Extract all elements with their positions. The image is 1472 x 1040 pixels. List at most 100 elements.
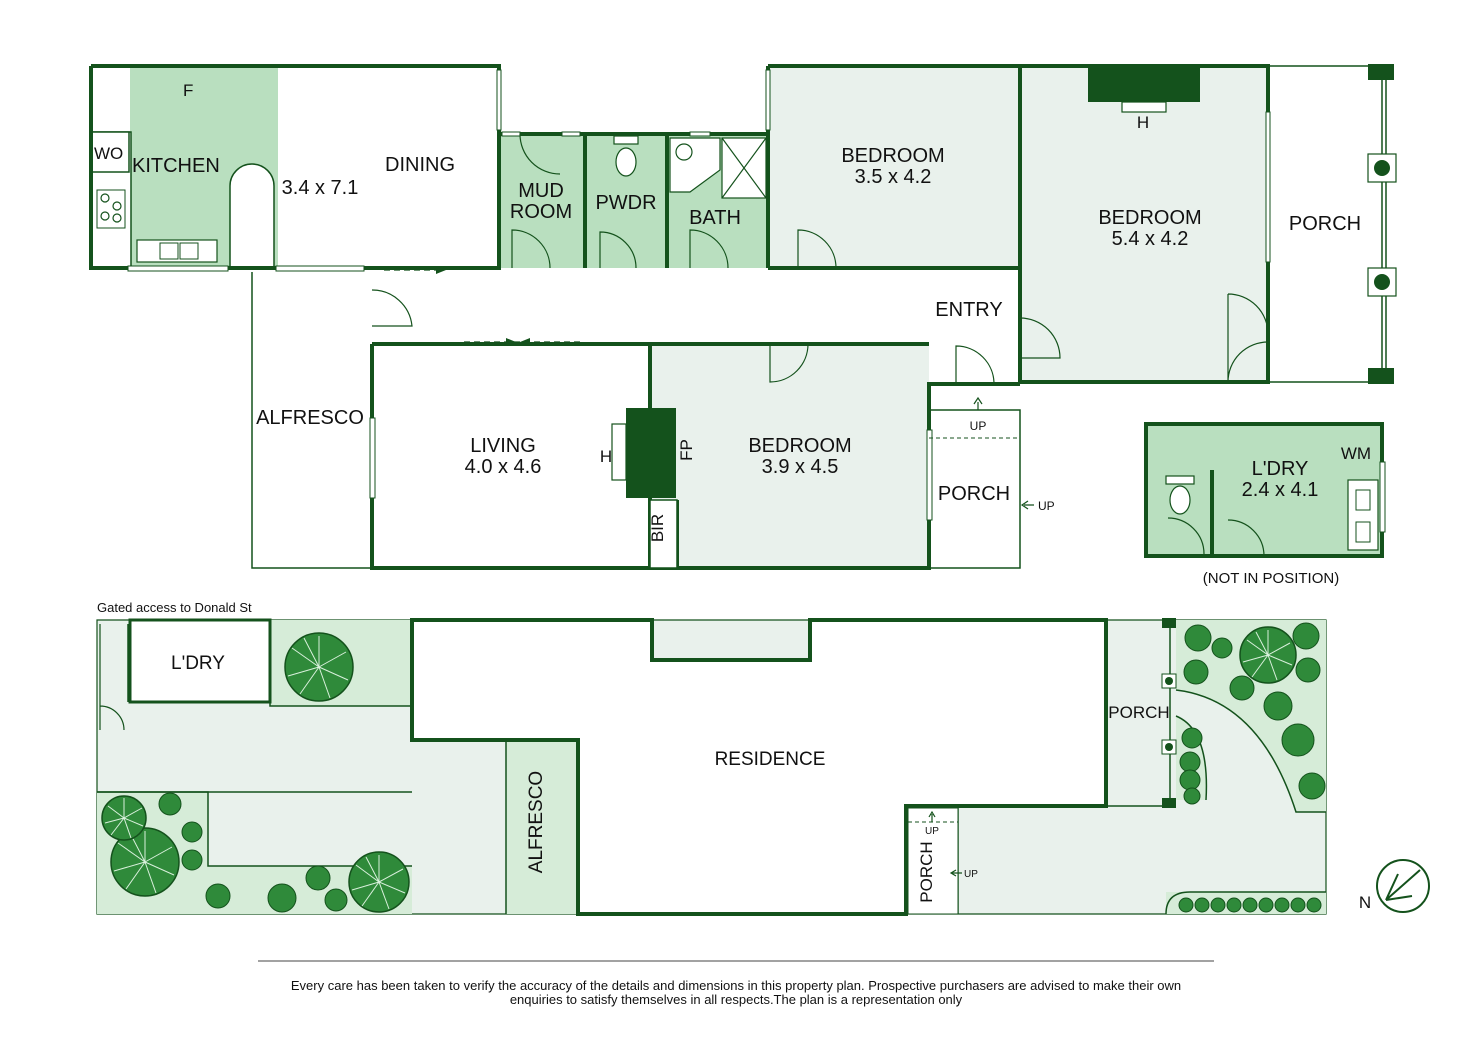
site-laundry <box>128 618 272 704</box>
window <box>1379 461 1386 533</box>
shrub <box>1179 751 1201 773</box>
shrub <box>1179 769 1201 791</box>
shrub <box>324 888 348 912</box>
window <box>689 131 711 137</box>
shrub <box>205 883 231 909</box>
main-floor-plan: KITCHEN F WO DINING 3.4 x 7.1 MUD ROOM P… <box>89 64 1397 587</box>
sliding-arrow <box>436 266 446 274</box>
kitchen-island <box>229 163 275 268</box>
living-label: LIVING <box>470 435 536 457</box>
shrub <box>1263 691 1293 721</box>
toilet <box>615 147 637 177</box>
porch-front-label: PORCH <box>1289 213 1361 235</box>
dining-dims: 3.4 x 7.1 <box>282 177 359 199</box>
shrub-row <box>1178 897 1322 913</box>
laundry-note: (NOT IN POSITION) <box>1203 570 1339 587</box>
wall <box>89 64 770 270</box>
gate <box>99 624 125 731</box>
tree <box>284 632 354 702</box>
fireplace <box>626 408 676 498</box>
powder-label: PWDR <box>595 192 656 214</box>
porch-column-dot <box>1165 677 1173 685</box>
door-swing <box>1167 517 1265 557</box>
sink-bowl <box>179 242 199 260</box>
porch-post <box>1162 618 1176 628</box>
window <box>926 429 933 521</box>
site-porch-front-label: PORCH <box>1108 703 1169 722</box>
tree <box>110 827 180 897</box>
tree <box>348 851 410 913</box>
porch-column-dot <box>1374 160 1390 176</box>
bedroom-3-area <box>650 344 929 568</box>
alfresco-area <box>506 742 576 914</box>
window <box>275 265 365 272</box>
tree <box>1239 626 1297 684</box>
sink-bowl <box>159 242 179 260</box>
entry-label: ENTRY <box>935 299 1002 321</box>
site-plan: Gated access to Donald St L'DRY RESIDENC… <box>96 600 1430 916</box>
door-swing <box>519 133 561 175</box>
kitchen-label: KITCHEN <box>132 155 220 177</box>
shower-cross <box>721 137 767 199</box>
door-swing <box>599 231 637 269</box>
living-heater-label: H <box>600 447 612 466</box>
fireplace-label: FP <box>677 439 696 461</box>
bedroom-3-label: BEDROOM <box>748 435 851 457</box>
wall-oven <box>90 131 130 173</box>
garden-bed <box>97 792 412 914</box>
heater-label: H <box>1137 113 1149 132</box>
porch-post <box>1368 368 1394 384</box>
dining-label: DINING <box>385 154 455 176</box>
fridge-label: F <box>183 81 193 100</box>
bath-label: BATH <box>689 207 741 229</box>
mud-room-label-2: ROOM <box>510 201 572 223</box>
gated-access-label: Gated access to Donald St <box>97 600 252 615</box>
cooktop-burner <box>100 211 110 221</box>
path-edge <box>1175 689 1326 813</box>
porch-side-label: PORCH <box>938 483 1010 505</box>
up-arrow <box>1020 500 1034 510</box>
bir-cupboard <box>649 499 678 569</box>
site-alfresco-label: ALFRESCO <box>526 771 547 873</box>
up-arrow <box>928 810 936 822</box>
residence-outline <box>410 618 1108 916</box>
door-swing <box>769 343 809 383</box>
laundry-label: L'DRY <box>1252 458 1309 480</box>
bedroom-2-dims: 3.5 x 4.2 <box>855 166 932 188</box>
tub-bowl <box>1355 521 1371 543</box>
up-arrow <box>973 396 983 410</box>
laundry-tub <box>1347 479 1379 551</box>
hearth <box>611 423 627 481</box>
door-swing <box>511 229 551 269</box>
north-arrow-icon <box>1376 859 1430 913</box>
wall-oven-label: WO <box>94 144 123 163</box>
shrub <box>1184 624 1212 652</box>
shrub <box>1292 622 1320 650</box>
wall <box>1144 422 1384 558</box>
disclaimer-line-2: enquiries to satisfy themselves in all r… <box>510 992 963 1007</box>
door-swing <box>371 289 413 327</box>
door-swing <box>797 229 837 269</box>
bedroom-3-dims: 3.9 x 4.5 <box>762 456 839 478</box>
window <box>1265 111 1271 263</box>
porch-column-dot <box>1165 743 1173 751</box>
site-up-1: UP <box>925 826 939 837</box>
basin <box>675 143 693 161</box>
residence-label: RESIDENCE <box>715 749 826 770</box>
window <box>369 417 376 499</box>
cooktop-burner <box>112 201 122 211</box>
porch-up-2: UP <box>1038 499 1055 513</box>
window <box>561 131 581 137</box>
laundry-toilet <box>1169 485 1191 515</box>
laundry-dims: 2.4 x 4.1 <box>1242 479 1319 501</box>
porch-post <box>1162 798 1176 808</box>
window <box>496 69 502 131</box>
bir-label: BIR <box>648 514 667 542</box>
sliding-arrow <box>506 338 516 346</box>
north-label: N <box>1359 893 1371 912</box>
bedroom-1-dims: 5.4 x 4.2 <box>1112 228 1189 250</box>
living-dims: 4.0 x 4.6 <box>465 456 542 478</box>
sliding-arrow <box>520 338 530 346</box>
tree <box>101 795 147 841</box>
